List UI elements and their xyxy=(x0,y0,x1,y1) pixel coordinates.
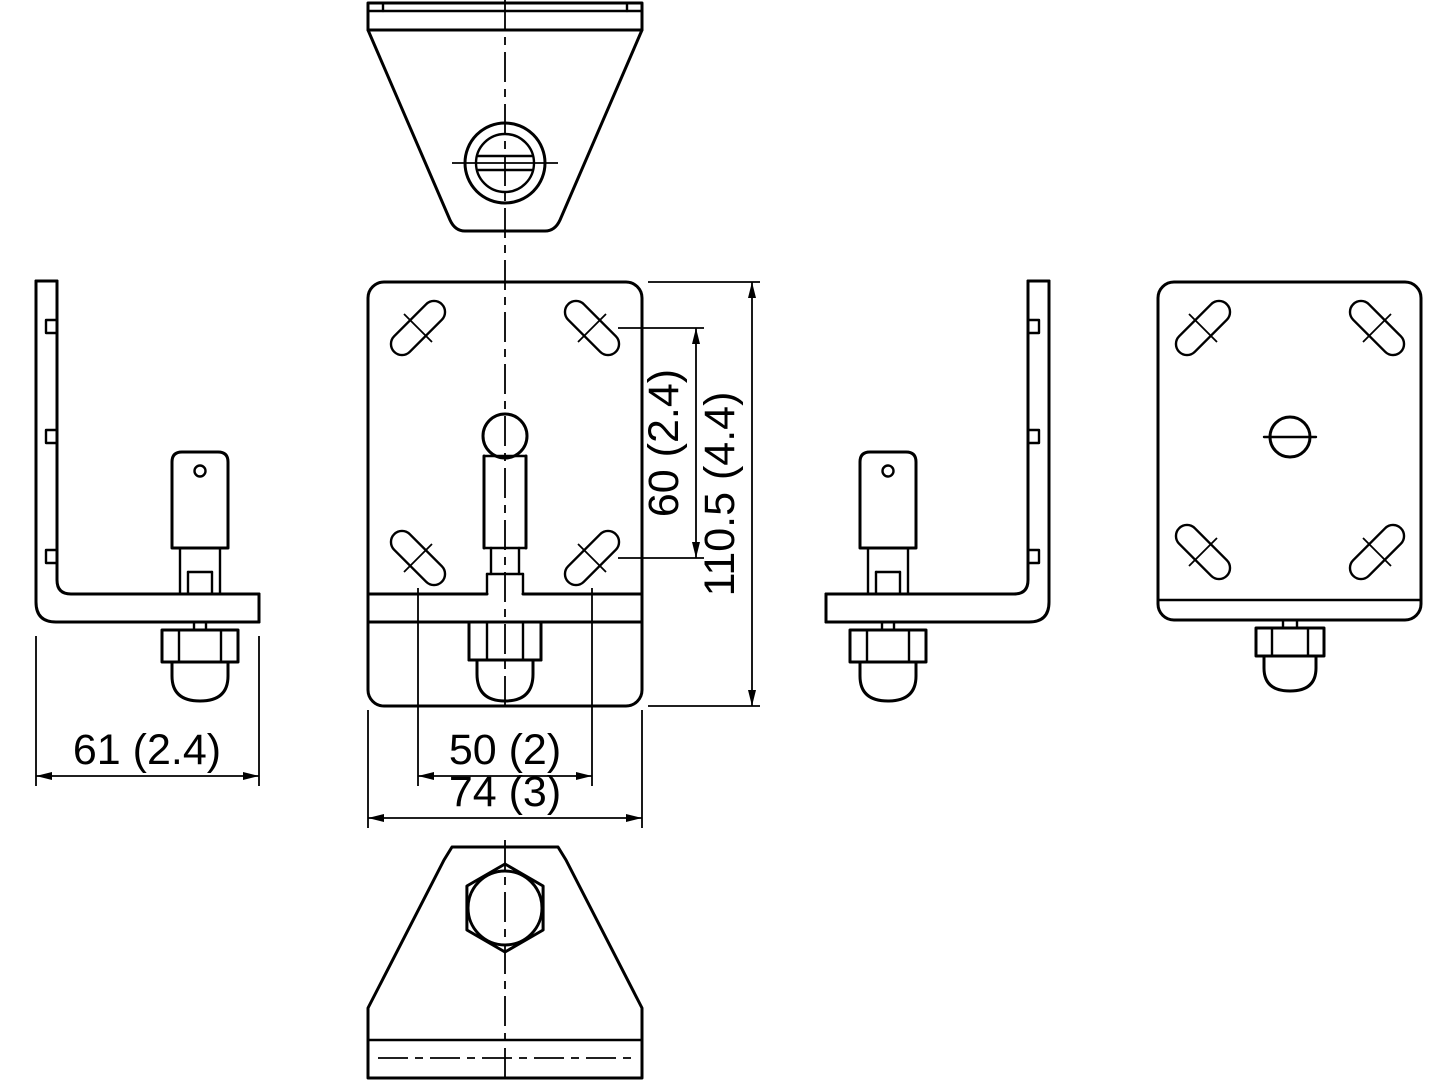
mounting-slot-bottom-right xyxy=(1348,523,1406,581)
mounting-slot-top-right xyxy=(563,299,621,357)
slot-edge-mark xyxy=(44,318,59,335)
dome-cap xyxy=(170,660,230,703)
dimension-plate-height: 110.5 (4.4) xyxy=(648,281,760,707)
plate-top-edge xyxy=(366,1,644,32)
slot-tick xyxy=(1188,537,1218,567)
l-bracket-outer-edge xyxy=(824,279,1051,624)
front-view xyxy=(366,280,644,708)
slot-tick xyxy=(577,313,607,343)
stud-body-side-view xyxy=(858,450,918,550)
slot-tick xyxy=(403,313,433,343)
bottom-view xyxy=(366,845,644,1080)
rear-view xyxy=(1156,280,1423,693)
dimension-label-slot-spacing-horizontal: 50 (2) xyxy=(449,726,561,774)
top-view xyxy=(366,1,644,233)
mounting-slot-bottom-right xyxy=(563,529,621,587)
dimension-label-bracket-depth: 61 (2.4) xyxy=(73,726,221,774)
hex-nut-side-view xyxy=(160,628,240,664)
ball-stud-head xyxy=(481,412,529,460)
slot-edge-mark xyxy=(44,548,59,565)
dimension-slot-spacing-vertical: 60 (2.4) xyxy=(618,327,704,559)
stud-detent-hole xyxy=(193,464,207,478)
slot-tick xyxy=(1362,537,1392,567)
mounting-slot-top-right xyxy=(1348,299,1406,357)
mounting-slot-top-left xyxy=(1174,299,1232,357)
hole-edge-mark xyxy=(1026,428,1041,445)
stud-body-side-view xyxy=(170,450,230,550)
l-bracket-inner-edge xyxy=(55,279,261,596)
slot-tick xyxy=(1188,313,1218,343)
hex-nut-side-view xyxy=(1254,626,1326,658)
dome-cap xyxy=(858,660,918,703)
slot-edge-mark xyxy=(1026,548,1041,565)
stud-thread-circle xyxy=(466,869,544,947)
bracket-plate-outline xyxy=(1156,280,1423,622)
hole-edge-mark xyxy=(44,428,59,445)
mounting-slot-top-left xyxy=(389,299,447,357)
dimension-label-slot-spacing-vertical: 60 (2.4) xyxy=(640,369,688,517)
left-side-view xyxy=(34,279,261,703)
l-bracket-inner-edge xyxy=(824,279,1030,596)
mounting-plate-outline xyxy=(366,280,644,708)
l-bracket-outer-edge xyxy=(34,279,261,624)
dimension-bracket-depth: 61 (2.4) xyxy=(35,636,260,786)
dimension-slot-spacing-horizontal: 50 (2) xyxy=(417,588,593,786)
stud-detent-hole xyxy=(881,464,895,478)
slot-tick xyxy=(1362,313,1392,343)
slot-tick xyxy=(577,543,607,573)
bracket-nose-outline xyxy=(366,28,644,233)
slot-tick xyxy=(403,543,433,573)
dimension-plate-width: 74 (3) xyxy=(367,710,643,828)
bracket-bottom-outline xyxy=(366,845,644,1080)
dimension-label-plate-width: 74 (3) xyxy=(449,768,561,816)
dome-cap xyxy=(475,658,535,703)
right-side-view xyxy=(824,279,1051,703)
hex-nut-side-view xyxy=(848,628,928,664)
slot-edge-mark xyxy=(1026,318,1041,335)
hex-nut-outline xyxy=(465,862,545,954)
mounting-slot-bottom-left xyxy=(389,529,447,587)
dimension-label-plate-height: 110.5 (4.4) xyxy=(696,392,744,597)
mounting-slot-bottom-left xyxy=(1174,523,1232,581)
dome-cap xyxy=(1262,654,1318,693)
